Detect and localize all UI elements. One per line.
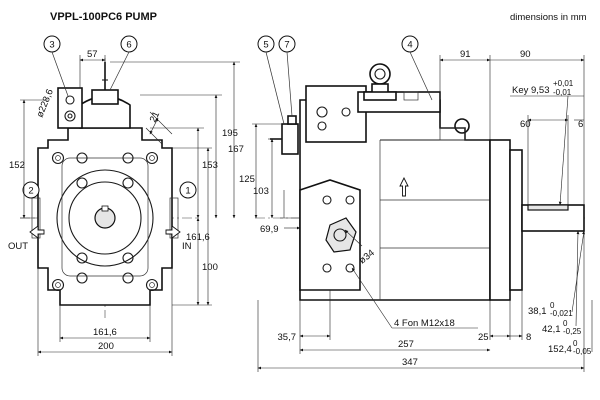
- svg-text:347: 347: [402, 357, 418, 368]
- svg-text:257: 257: [398, 339, 414, 350]
- dim-42-1: 42,1: [542, 324, 561, 335]
- flange-bolt-holes: [51, 151, 159, 292]
- svg-text:125: 125: [239, 174, 255, 185]
- svg-text:100: 100: [202, 262, 218, 273]
- inlet-port-bore: [325, 217, 357, 253]
- svg-text:5: 5: [263, 40, 268, 51]
- pilot-port-lower: [64, 110, 76, 122]
- shaft-keyway: [527, 204, 569, 211]
- svg-text:90: 90: [520, 49, 531, 60]
- svg-text:195: 195: [222, 128, 238, 139]
- pump-hub-circle: [68, 181, 142, 255]
- svg-text:-0,01: -0,01: [553, 88, 572, 97]
- svg-text:161,6: 161,6: [93, 327, 117, 338]
- shaft-key: [101, 205, 109, 212]
- dim-21: [149, 117, 159, 135]
- dim-38-1: 38,1: [528, 306, 547, 317]
- lifting-lug: [454, 118, 470, 134]
- compensator-cap: [91, 89, 119, 105]
- svg-text:6: 6: [578, 119, 583, 130]
- front-view: OUT IN 3 6 2 1 57 ø228,6 21 152 153: [8, 35, 244, 356]
- svg-text:167: 167: [228, 144, 244, 155]
- in-port-label: IN: [182, 241, 192, 252]
- callout-1: [179, 181, 197, 199]
- ports-note: 4 Fon M12x18: [394, 318, 455, 329]
- svg-text:8: 8: [526, 332, 531, 343]
- pump-pilot-circle: [56, 169, 154, 267]
- svg-text:60: 60: [520, 119, 531, 130]
- svg-text:+0,01: +0,01: [553, 79, 574, 88]
- port-1-face: [169, 197, 179, 239]
- svg-text:35,7: 35,7: [278, 332, 297, 343]
- side-view: 5 7 4 91 90 Key 9,53 +0,01 -0,01 60 6: [239, 35, 593, 372]
- svg-text:152: 152: [9, 160, 25, 171]
- units-note: dimensions in mm: [510, 12, 587, 23]
- drawing-title: VPPL-100PC6 PUMP: [50, 11, 157, 23]
- svg-text:2: 2: [28, 186, 33, 197]
- svg-text:-0,021: -0,021: [550, 309, 573, 318]
- svg-text:91: 91: [460, 49, 471, 60]
- pilot-block: [57, 87, 83, 129]
- svg-text:7: 7: [284, 40, 289, 51]
- svg-text:0: 0: [563, 319, 568, 328]
- key-label: Key 9,53: [512, 85, 550, 96]
- svg-text:21: 21: [148, 110, 162, 124]
- svg-text:57: 57: [87, 49, 98, 60]
- svg-text:-0,05: -0,05: [573, 347, 592, 356]
- svg-text:1: 1: [185, 186, 190, 197]
- svg-text:25: 25: [478, 332, 489, 343]
- mounting-flange: [489, 139, 511, 301]
- dim-152-4: 152,4: [548, 344, 572, 355]
- inner-flange-outline: [61, 157, 149, 277]
- adjusting-screw-housing: [281, 123, 299, 155]
- svg-text:6: 6: [126, 40, 131, 51]
- dim-228-6: ø228,6: [35, 88, 56, 120]
- svg-text:103: 103: [253, 186, 269, 197]
- svg-text:153: 153: [202, 160, 218, 171]
- out-flow-arrow: [29, 225, 45, 239]
- rotation-arrow: [399, 176, 409, 197]
- svg-text:-0,25: -0,25: [563, 327, 582, 336]
- pilot-spigot: [509, 149, 523, 291]
- out-port-label: OUT: [8, 241, 28, 252]
- svg-text:0: 0: [550, 301, 555, 310]
- compensator-block: [305, 85, 367, 143]
- pilot-port-upper: [65, 95, 75, 105]
- svg-text:4: 4: [407, 40, 412, 51]
- svg-text:0: 0: [573, 339, 578, 348]
- svg-text:3: 3: [49, 40, 54, 51]
- svg-text:69,9: 69,9: [260, 224, 279, 235]
- svg-text:200: 200: [98, 341, 114, 352]
- in-flow-arrow: [165, 225, 181, 239]
- lifting-eye: [369, 63, 391, 85]
